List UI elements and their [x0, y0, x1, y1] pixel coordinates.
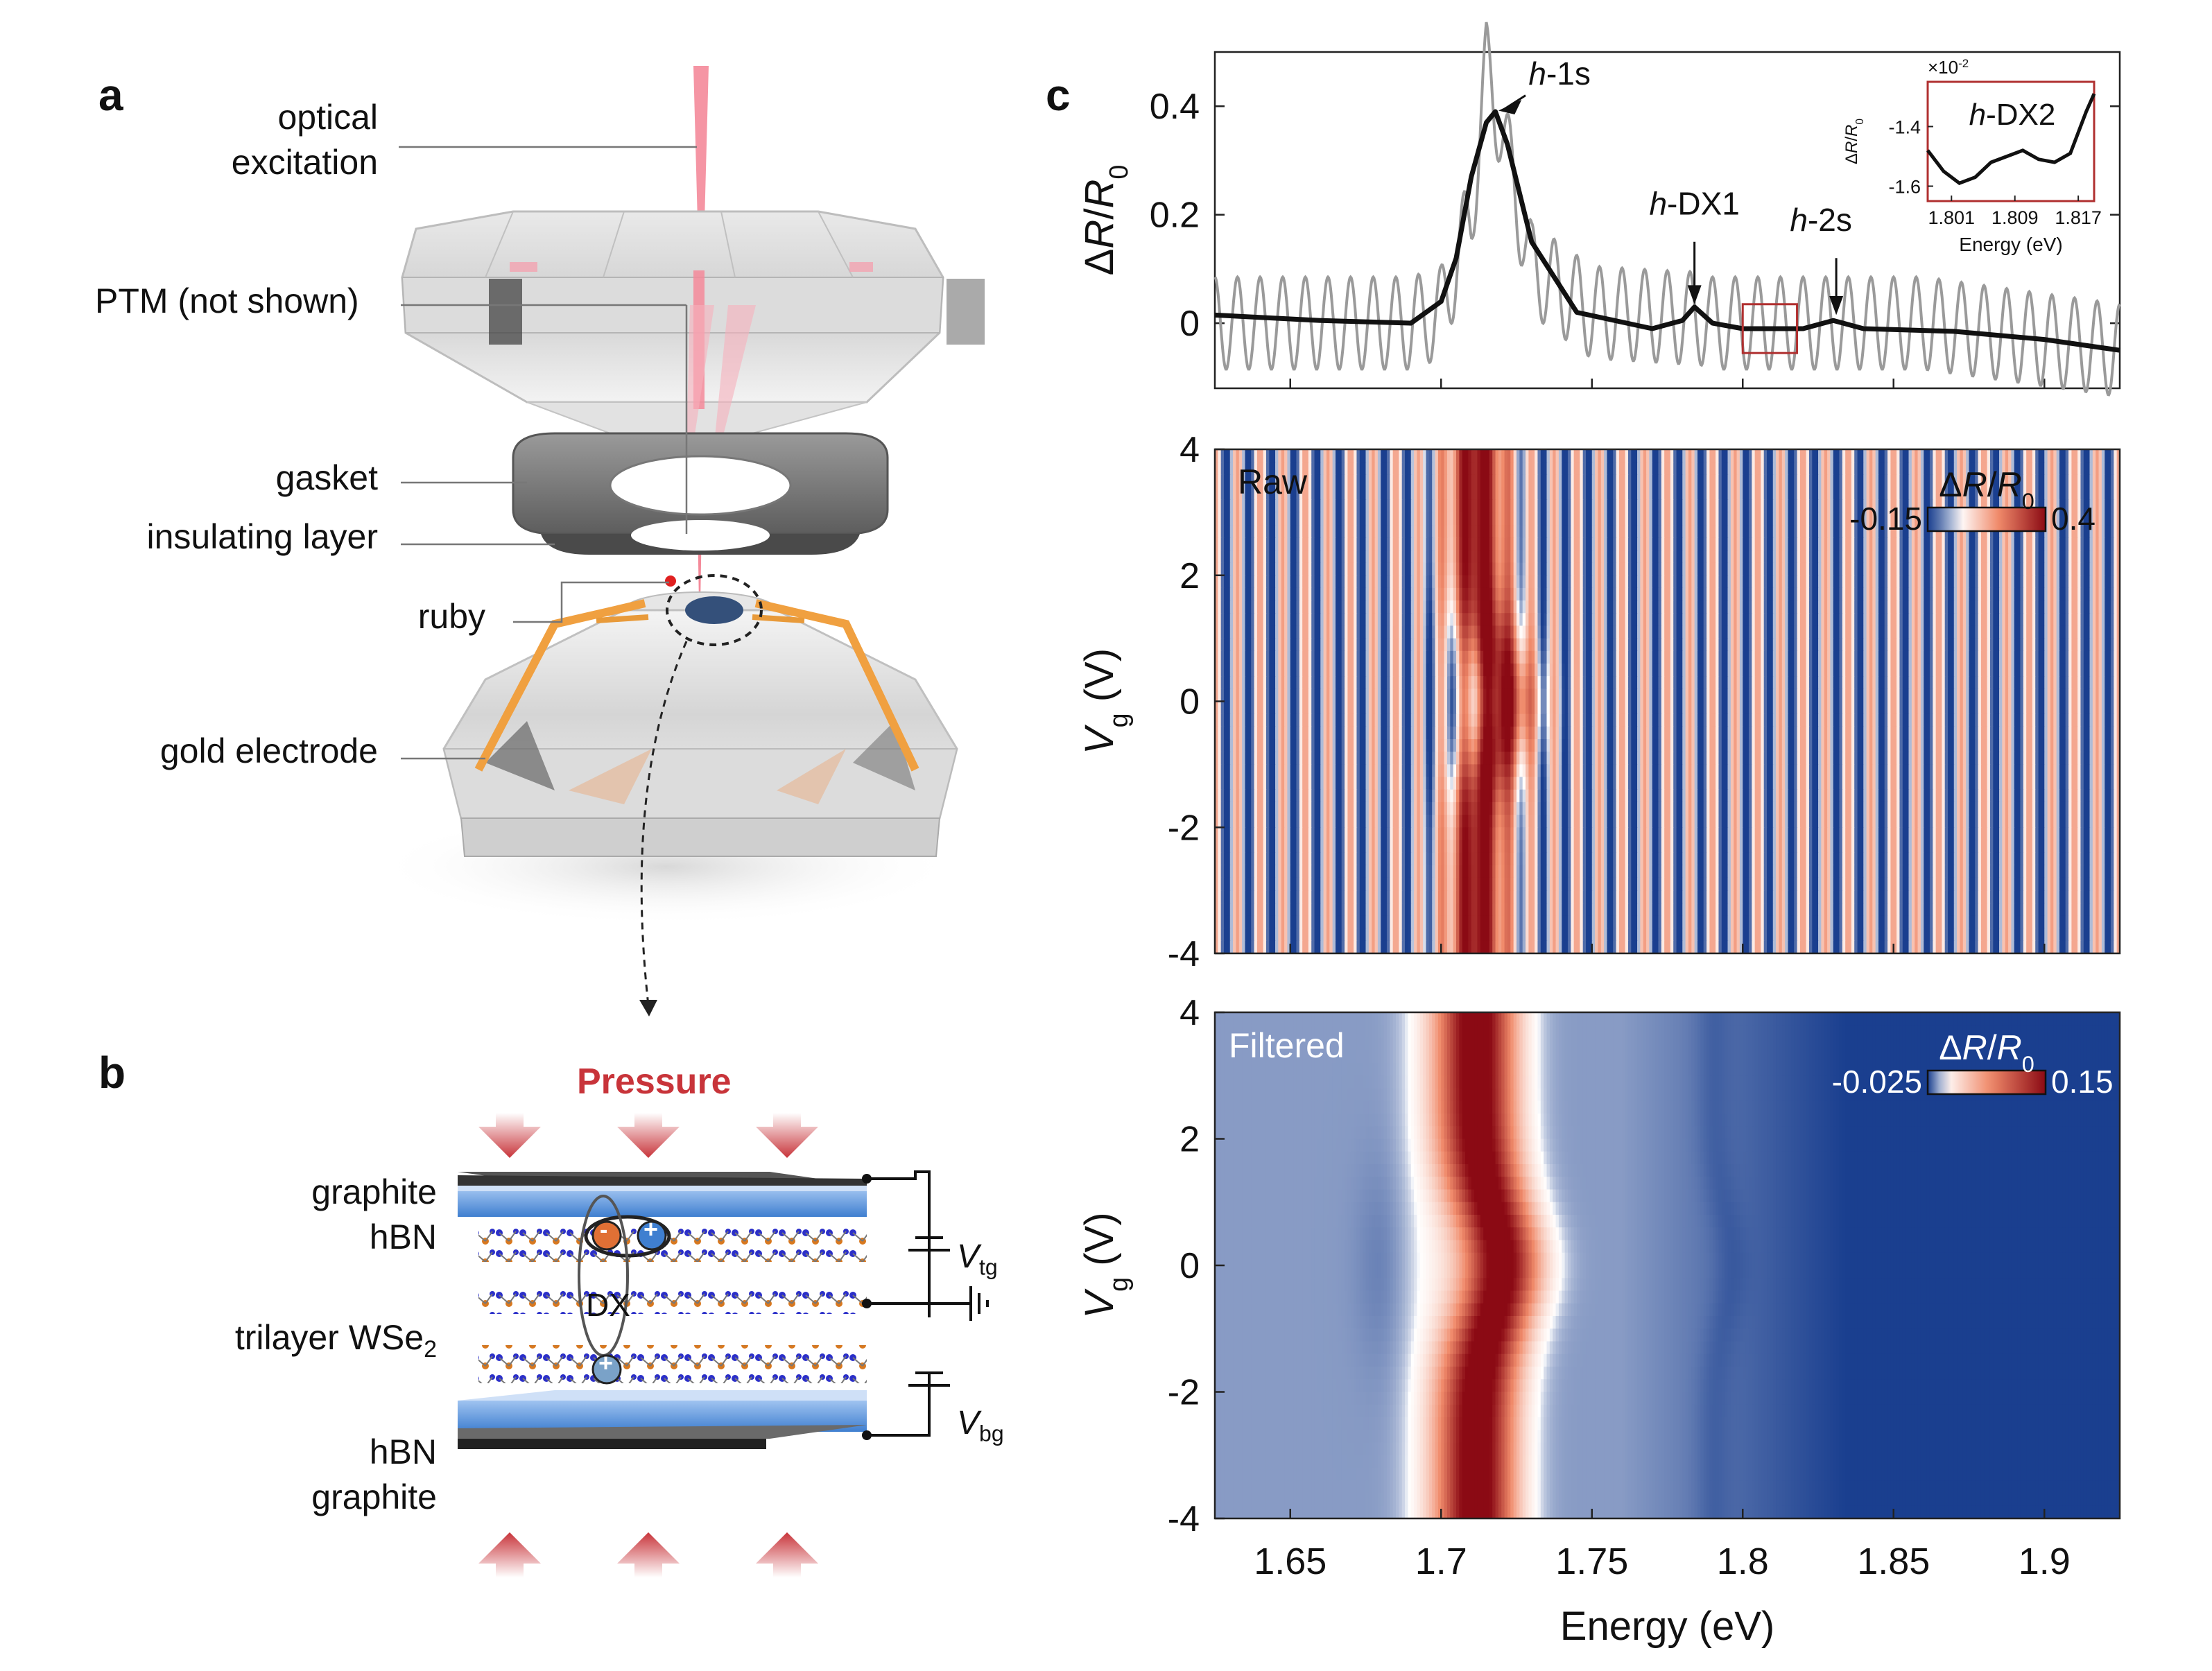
inset-ytick-label: -1.6 — [1888, 177, 1921, 198]
inset-xtick-label: 1.809 — [1991, 207, 2039, 228]
inset-xtick-label: 1.817 — [2055, 207, 2102, 228]
plot1-ytick-label: 0 — [1180, 304, 1200, 344]
inset-ytick-label: -1.4 — [1888, 117, 1921, 138]
inset-ylabel: ΔR/R0 — [1842, 119, 1866, 164]
annot-label-2s: h-2s — [1790, 202, 1852, 238]
inset-xlabel: Energy (eV) — [1959, 234, 2062, 255]
annot-arrowhead-1s — [1498, 100, 1521, 114]
line-plot: 0 0.2 0.4ΔR/R0 h-1s h-DX1 h-2s 1.801 1.809 1.817… — [1077, 22, 2120, 395]
inset-exponent: ×10-2 — [1928, 57, 1969, 78]
annot-label-dx1: h-DX1 — [1649, 186, 1739, 222]
plot1-ytick-label: 0.2 — [1150, 196, 1200, 236]
inset-xtick-label: 1.801 — [1928, 207, 1975, 228]
plot1-ytick-label: 0.4 — [1150, 87, 1200, 127]
inset-title: h-DX2 — [1969, 98, 2056, 132]
annot-arrowhead-dx1 — [1688, 285, 1702, 304]
plot1-ylabel: ΔR/R0 — [1077, 165, 1133, 276]
annot-label-1s: h-1s — [1528, 55, 1591, 92]
